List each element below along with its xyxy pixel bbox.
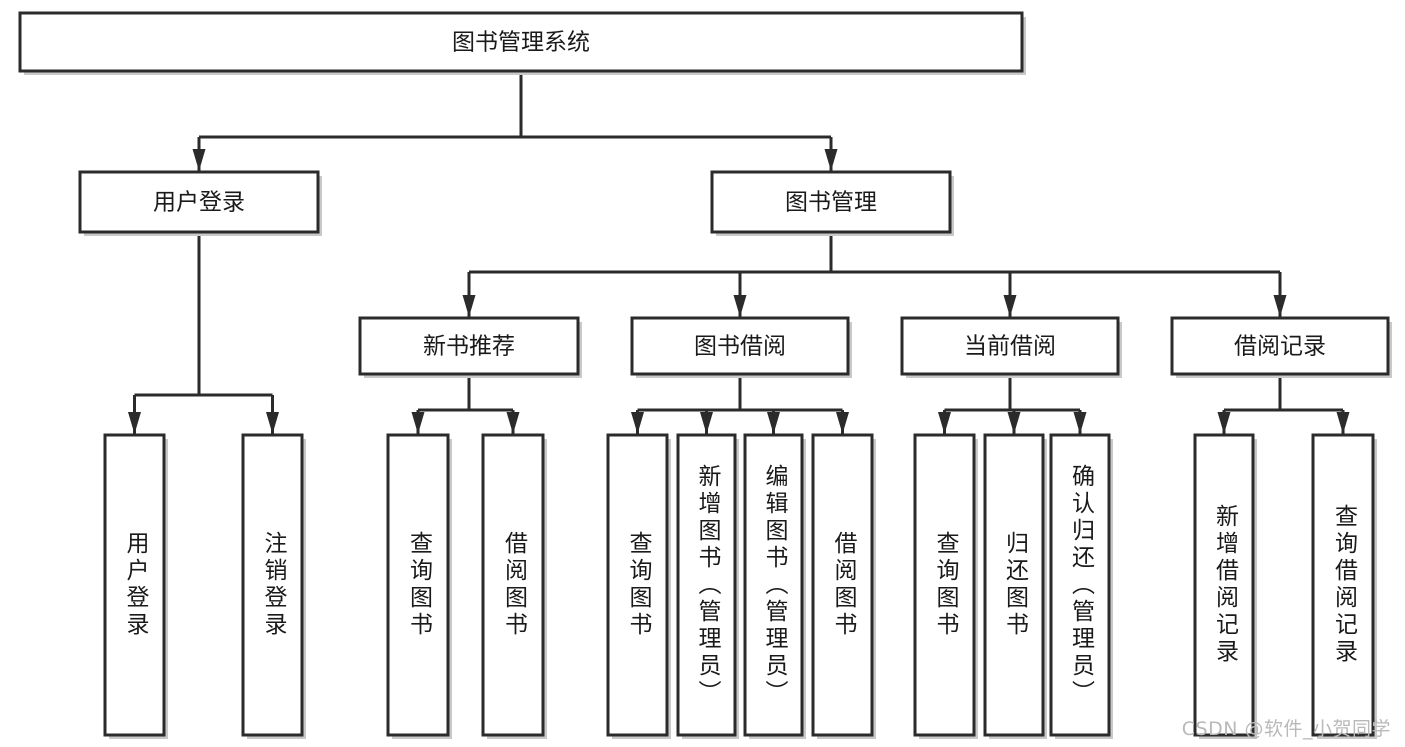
node-leaf — [983, 433, 1047, 739]
node-box-leaf-6[interactable] — [743, 433, 804, 737]
watermark-text: CSDN @软件_小贺同学 — [1181, 718, 1391, 740]
connector-arrowhead — [700, 412, 713, 434]
node-leaf — [481, 433, 547, 739]
node-label: 新书推荐 — [423, 334, 515, 360]
connector-arrowhead — [192, 149, 206, 171]
connector-layer — [128, 71, 1350, 434]
node-leaf — [103, 433, 168, 739]
connector-arrowhead — [506, 412, 520, 434]
node-box-leaf-0[interactable] — [103, 433, 166, 737]
node-leaf — [913, 433, 978, 739]
connector-arrowhead — [128, 412, 141, 434]
node-label: 图书管理系统 — [452, 30, 590, 56]
node-label: 借阅记录 — [1234, 334, 1326, 360]
node-box-leaf-3[interactable] — [481, 433, 545, 737]
connector-arrowhead — [1007, 412, 1021, 434]
node-leaf — [743, 433, 806, 739]
connector-arrowhead — [1003, 295, 1017, 317]
node-label: 图书借阅 — [694, 334, 786, 360]
connector-arrowhead — [938, 412, 951, 434]
node-box-leaf-8[interactable] — [913, 433, 976, 737]
node-box-l1-1[interactable] — [710, 170, 952, 234]
node-box-l2-0[interactable] — [358, 316, 580, 376]
connector-arrowhead — [1273, 295, 1287, 317]
node-box-leaf-11[interactable] — [1193, 433, 1255, 737]
node-box-root[interactable] — [18, 11, 1024, 73]
node-box-leaf-7[interactable] — [811, 433, 874, 737]
connector-arrowhead — [836, 412, 849, 434]
node-box-l1-0[interactable] — [78, 170, 320, 234]
node-label: 用户登录 — [153, 190, 245, 216]
connector-arrowhead — [1073, 412, 1087, 434]
connector-arrowhead — [411, 412, 425, 434]
connector-arrowhead — [266, 412, 279, 434]
node-box-leaf-2[interactable] — [386, 433, 450, 737]
node-box-leaf-10[interactable] — [1049, 433, 1111, 737]
node-root — [18, 11, 1026, 75]
node-label: 当前借阅 — [964, 334, 1056, 360]
node-box-leaf-4[interactable] — [606, 433, 669, 737]
node-box-l2-3[interactable] — [1170, 316, 1390, 376]
node-level2 — [1170, 316, 1392, 378]
node-level1 — [710, 170, 954, 236]
connector-arrowhead — [824, 149, 838, 171]
node-leaf — [811, 433, 876, 739]
node-level2 — [900, 316, 1122, 378]
connector-arrowhead — [631, 412, 644, 434]
node-leaf — [386, 433, 452, 739]
node-box-leaf-12[interactable] — [1311, 433, 1375, 737]
node-box-leaf-5[interactable] — [676, 433, 737, 737]
connector-arrowhead — [767, 412, 780, 434]
node-leaf — [1311, 433, 1377, 739]
node-leaf — [676, 433, 739, 739]
node-box-leaf-9[interactable] — [983, 433, 1045, 737]
connector-arrowhead — [1217, 412, 1231, 434]
node-leaf — [606, 433, 671, 739]
node-leaf — [1049, 433, 1113, 739]
connector-arrowhead — [733, 295, 747, 317]
node-box-l2-1[interactable] — [630, 316, 850, 376]
node-leaf — [1193, 433, 1257, 739]
node-level2 — [630, 316, 852, 378]
connector-arrowhead — [462, 295, 476, 317]
node-box-l2-2[interactable] — [900, 316, 1120, 376]
node-level2 — [358, 316, 582, 378]
node-label: 图书管理 — [785, 190, 877, 216]
node-level1 — [78, 170, 322, 236]
connector-arrowhead — [1336, 412, 1350, 434]
node-box-leaf-1[interactable] — [241, 433, 304, 737]
node-leaf — [241, 433, 306, 739]
